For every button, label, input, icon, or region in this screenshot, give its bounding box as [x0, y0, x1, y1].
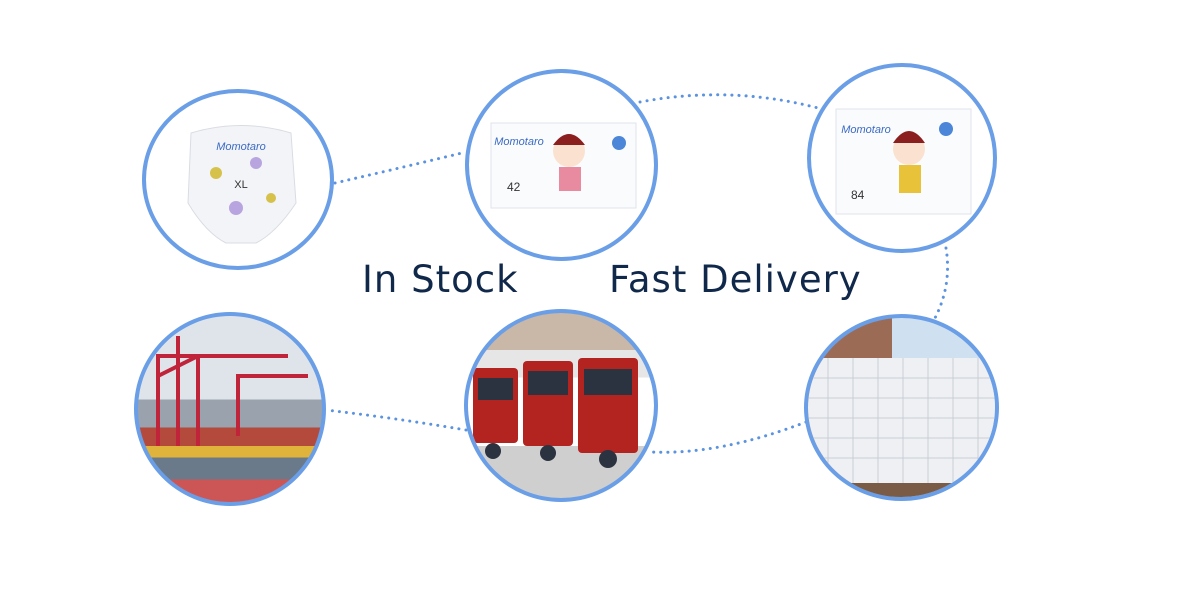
photo-red-trucks: [464, 309, 658, 502]
brand-logo: Momotaro: [216, 141, 266, 153]
brand-logo: Momotaro: [841, 124, 891, 136]
caption-in-stock: In Stock: [362, 258, 519, 301]
connector-1-2: [333, 150, 468, 185]
brand-logo: Momotaro: [494, 136, 544, 148]
pack-illustration: Momotaro 42: [490, 122, 637, 209]
connector-6-5: [650, 420, 808, 454]
pack-illustration: Momotaro 84: [835, 108, 972, 215]
photo-warehouse-pallets: [804, 314, 999, 501]
photo-pack-42: Momotaro 42: [465, 69, 658, 261]
diaper-illustration: Momotaro XL: [187, 125, 297, 244]
crane-illustration: [156, 336, 308, 446]
photo-container-port: [134, 312, 326, 506]
count-label: 42: [507, 180, 521, 194]
connector-2-3: [638, 93, 820, 110]
photo-pack-84: Momotaro 84: [807, 63, 997, 253]
connector-3-6: [933, 246, 950, 320]
truck-illustration: [473, 358, 638, 468]
photo-diaper-pants: Momotaro XL: [142, 89, 334, 270]
size-label: XL: [234, 179, 247, 191]
pallets-illustration: [808, 358, 995, 497]
caption-fast-delivery: Fast Delivery: [609, 258, 862, 301]
connector-5-4: [324, 408, 468, 432]
count-label: 84: [851, 188, 865, 202]
